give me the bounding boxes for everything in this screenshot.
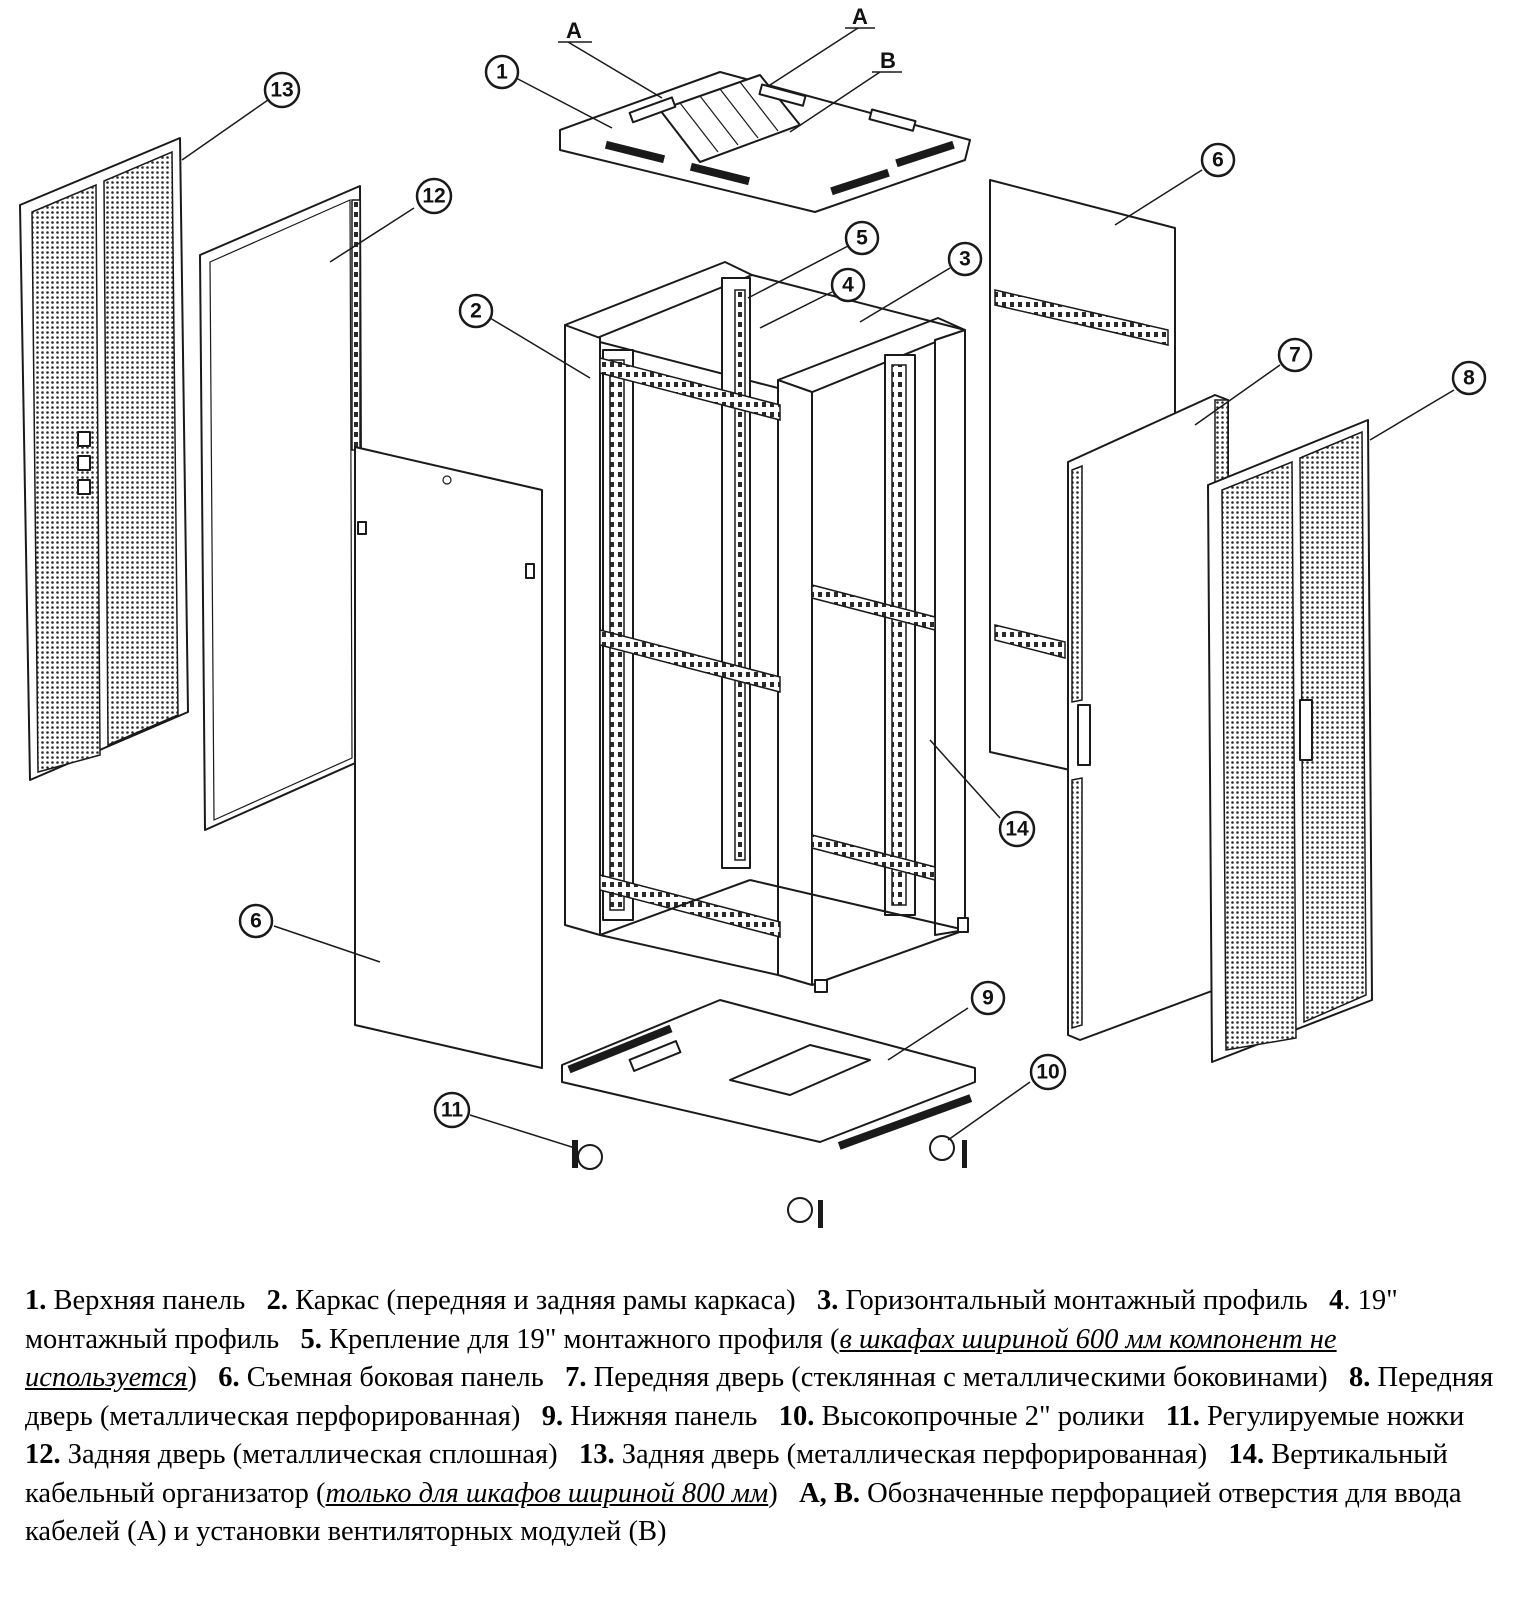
legend-item-6: 6. Съемная боковая панель <box>218 1362 544 1393</box>
caster-bottom <box>787 1197 823 1228</box>
callout-3: 3 <box>947 241 983 277</box>
caster-10 <box>929 1135 967 1168</box>
callout-6-left: 6 <box>238 903 274 939</box>
legend-item-7: 7. Передняя дверь (стеклянная с металлич… <box>565 1362 1328 1393</box>
svg-text:2: 2 <box>470 300 482 323</box>
legend-item-4: 4. 19" монтажный профиль <box>25 1285 1398 1355</box>
callout-4: 4 <box>830 267 866 303</box>
front-perforated-door-8 <box>1207 419 1373 1063</box>
front-glass-door-7 <box>1067 394 1229 1041</box>
svg-text:9: 9 <box>982 987 994 1010</box>
rear-perforated-door-13 <box>19 137 189 781</box>
callout-9: 9 <box>970 980 1006 1016</box>
svg-text:11: 11 <box>441 1099 464 1122</box>
callout-7: 7 <box>1277 337 1313 373</box>
bottom-panel-9 <box>561 999 976 1150</box>
callout-8: 8 <box>1451 360 1487 396</box>
legend-item-12: 12. Задняя дверь (металлическая сплошная… <box>25 1439 558 1470</box>
svg-text:8: 8 <box>1463 367 1475 390</box>
top-panel-1 <box>559 71 971 213</box>
callout-13: 13 <box>263 71 301 109</box>
rear-solid-door-12 <box>199 185 363 831</box>
svg-text:5: 5 <box>856 227 868 250</box>
letter-a-2: A <box>852 4 868 29</box>
legend-item-2: 2. Каркас (передняя и задняя рамы каркас… <box>266 1285 796 1316</box>
legend-item-14: 14. Вертикальный кабельный организатор (… <box>25 1439 1448 1509</box>
svg-text:7: 7 <box>1289 344 1301 367</box>
svg-text:14: 14 <box>1005 818 1029 841</box>
svg-text:12: 12 <box>422 185 445 208</box>
letter-b: B <box>880 48 896 73</box>
legend-item-11: 11. Регулируемые ножки <box>1165 1400 1465 1432</box>
callout-2: 2 <box>458 293 494 329</box>
callout-12: 12 <box>415 177 453 215</box>
legend-item-ab: A, B. Обозначенные перфорацией отверстия… <box>25 1477 1462 1548</box>
callout-5: 5 <box>844 220 880 256</box>
svg-text:6: 6 <box>250 910 262 933</box>
legend-item-8: 8. Передняя дверь (металлическая перфори… <box>25 1362 1494 1432</box>
svg-text:10: 10 <box>1036 1061 1059 1084</box>
svg-text:3: 3 <box>959 248 971 271</box>
exploded-cabinet-diagram: A A B 1 2 3 4 5 6 6 7 8 9 10 11 12 13 14 <box>19 4 1487 1228</box>
legend-item-5: 5. Крепление для 19" монтажного профиля … <box>25 1323 1337 1394</box>
callout-6-right: 6 <box>1200 142 1236 178</box>
side-panel-6-left <box>354 446 543 1069</box>
cabinet-frame-2 <box>564 261 969 993</box>
callout-14: 14 <box>998 810 1036 848</box>
legend-item-10: 10. Высокопрочные 2" ролики <box>778 1400 1145 1432</box>
legend-item-9: 9. Нижняя панель <box>541 1400 758 1432</box>
parts-legend: 1. Верхняя панель 2. Каркас (передняя и … <box>25 1282 1505 1552</box>
callout-11: 11 <box>433 1091 471 1129</box>
letter-a-1: A <box>566 18 582 43</box>
legend-item-3: 3. Горизонтальный монтажный профиль <box>817 1285 1308 1316</box>
adjustable-foot-11 <box>572 1140 603 1170</box>
callout-1: 1 <box>484 54 520 90</box>
legend-item-13: 13. Задняя дверь (металлическая перфорир… <box>579 1439 1208 1470</box>
svg-text:13: 13 <box>270 79 293 102</box>
leader-lines <box>181 27 1455 1149</box>
svg-text:6: 6 <box>1212 149 1224 172</box>
callout-10: 10 <box>1029 1053 1067 1091</box>
svg-text:4: 4 <box>842 274 854 297</box>
legend-item-1: 1. Верхняя панель <box>25 1285 246 1316</box>
svg-text:1: 1 <box>496 61 508 84</box>
